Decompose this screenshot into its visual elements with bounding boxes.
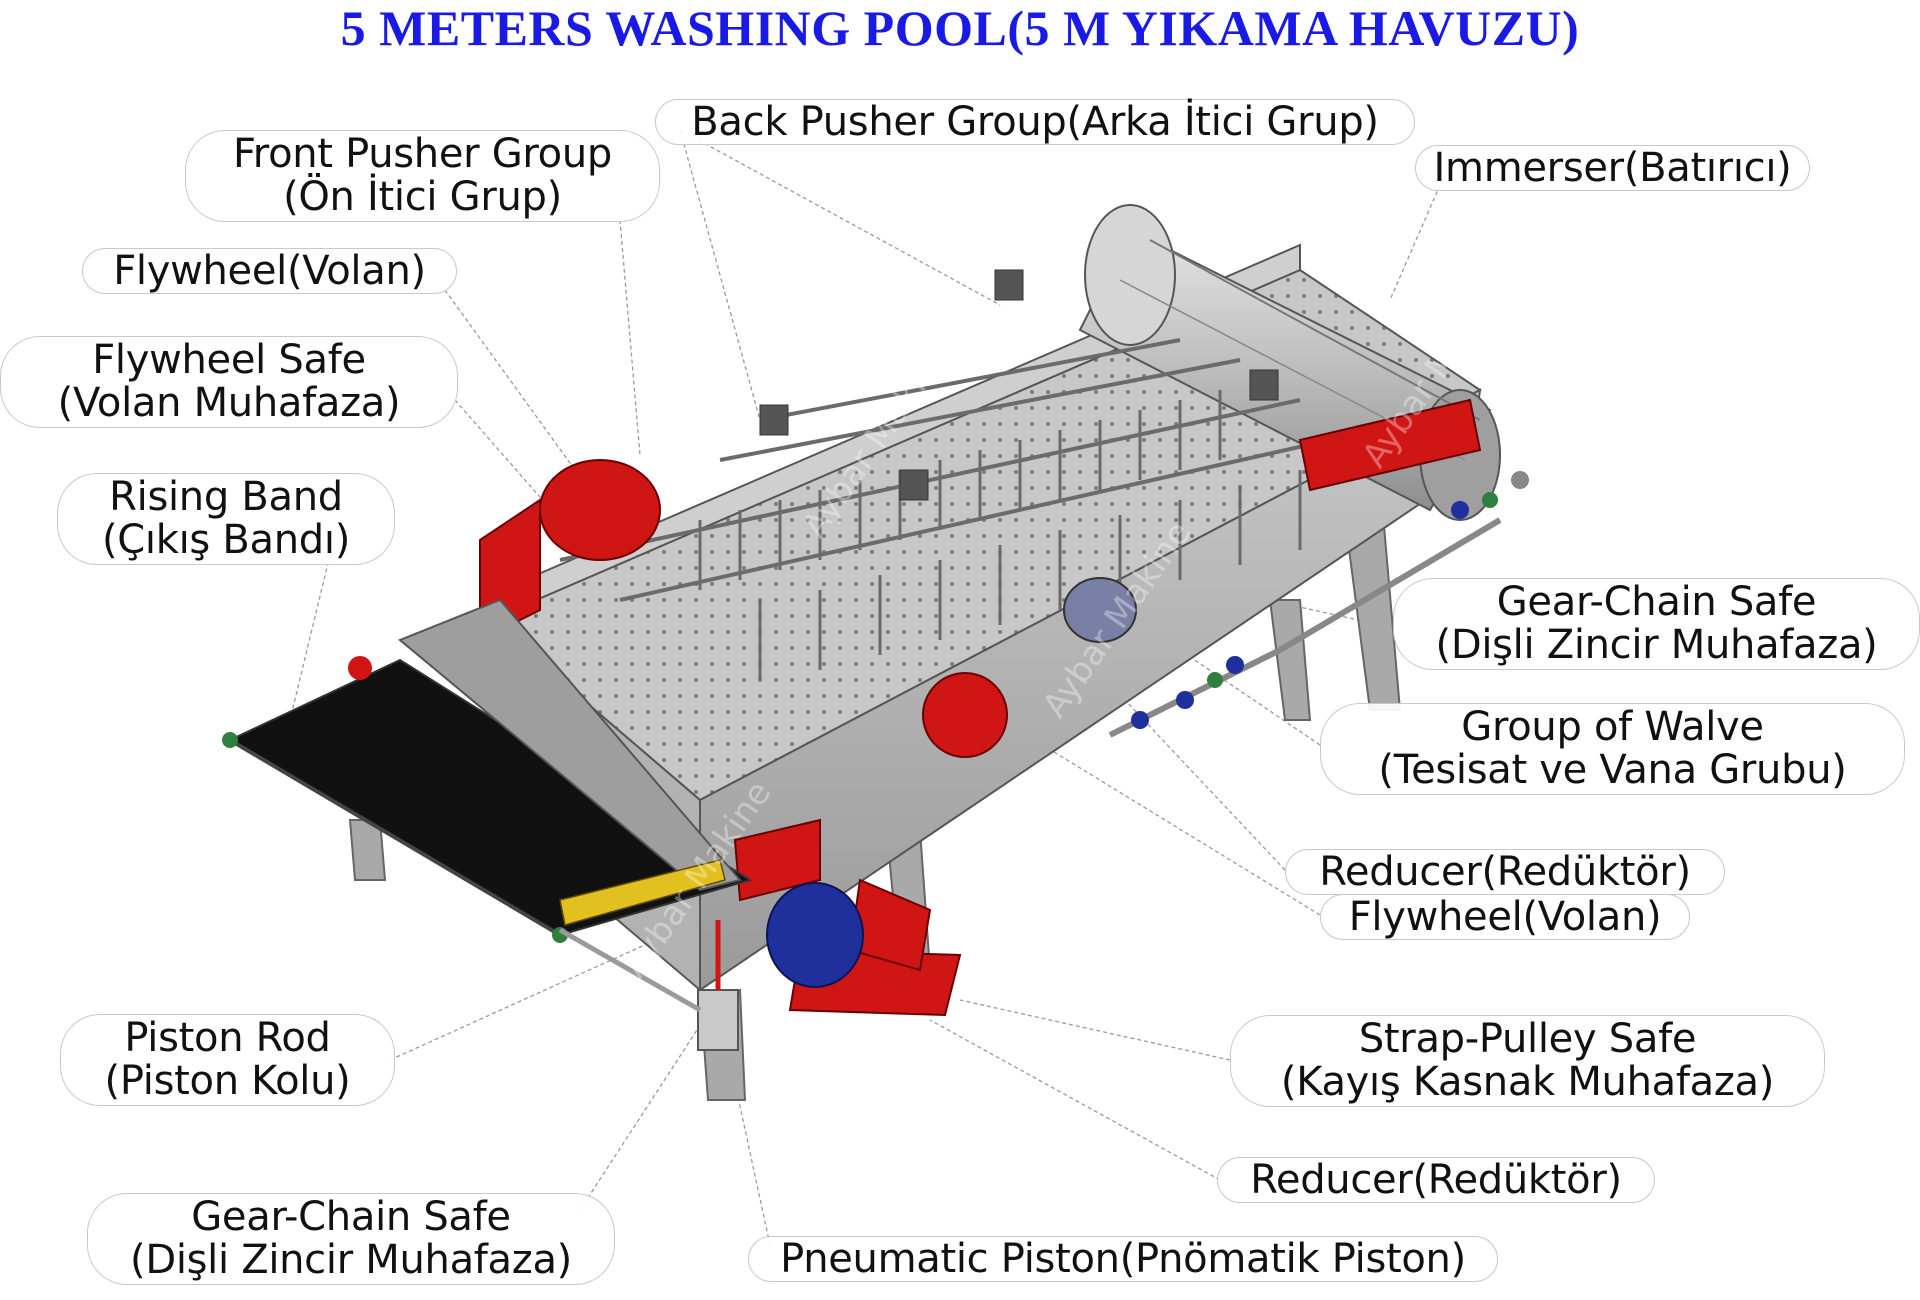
callout-reducer-bottom: Reducer(Redüktör) [1217, 1157, 1655, 1203]
red-guards [479, 398, 1482, 1017]
callout-label: Back Pusher Group(Arka İtici Grup) [691, 98, 1379, 145]
callout-immerser: Immerser(Batırıcı) [1415, 145, 1810, 191]
callout-front-pusher-group: Front Pusher Group (Ön İtici Grup) [185, 130, 660, 222]
callout-label: Reducer(Redüktör) [1250, 1156, 1622, 1203]
callout-back-pusher-group: Back Pusher Group(Arka İtici Grup) [655, 99, 1415, 145]
callout-label: Gear-Chain Safe [1496, 579, 1817, 625]
callout-label: Immerser(Batırıcı) [1433, 144, 1792, 191]
callout-gear-chain-safe-left: Gear-Chain Safe (Dişli Zincir Muhafaza) [87, 1193, 615, 1285]
callout-pneumatic-piston: Pneumatic Piston(Pnömatik Piston) [748, 1236, 1498, 1282]
callout-label: (Volan Muhafaza) [57, 380, 401, 426]
callout-label: Piston Rod [124, 1015, 331, 1061]
callout-label: (Dişli Zincir Muhafaza) [1435, 622, 1878, 668]
callout-piston-rod: Piston Rod (Piston Kolu) [60, 1014, 395, 1106]
callout-label: Rising Band [109, 474, 343, 520]
callout-rising-band: Rising Band (Çıkış Bandı) [57, 473, 395, 565]
callout-label: Strap-Pulley Safe [1358, 1016, 1697, 1062]
page-title: 5 METERS WASHING POOL(5 M YIKAMA HAVUZU) [340, 0, 1580, 56]
callout-label: Flywheel Safe [92, 337, 366, 383]
callout-label: (Kayış Kasnak Muhafaza) [1280, 1059, 1775, 1105]
callout-group-of-walve: Group of Walve (Tesisat ve Vana Grubu) [1320, 703, 1905, 795]
callout-label: Pneumatic Piston(Pnömatik Piston) [780, 1235, 1466, 1282]
callout-strap-pulley-safe: Strap-Pulley Safe (Kayış Kasnak Muhafaza… [1230, 1015, 1825, 1107]
callout-reducer-right: Reducer(Redüktör) [1285, 849, 1725, 895]
pneumatic-piston [558, 920, 739, 1051]
callout-label: (Tesisat ve Vana Grubu) [1378, 747, 1847, 793]
callout-label: Gear-Chain Safe [191, 1194, 511, 1240]
callout-label: Flywheel(Volan) [1348, 893, 1662, 940]
callout-label: Group of Walve [1461, 704, 1764, 750]
callout-flywheel-top: Flywheel(Volan) [82, 248, 457, 294]
callout-flywheel-safe: Flywheel Safe (Volan Muhafaza) [0, 336, 458, 428]
callout-label: (Piston Kolu) [104, 1058, 351, 1104]
callout-flywheel-right: Flywheel(Volan) [1320, 894, 1690, 940]
callout-label: Flywheel(Volan) [113, 247, 426, 294]
valve-group [1108, 471, 1529, 738]
callout-label: (Ön İtici Grup) [283, 174, 562, 220]
callout-label: Front Pusher Group [233, 131, 612, 177]
leader-lines [289, 129, 1441, 1246]
rising-band-conveyor [222, 598, 753, 943]
callout-label: (Çıkış Bandı) [102, 517, 350, 563]
callout-label: Reducer(Redüktör) [1319, 848, 1691, 895]
callout-label: (Dişli Zincir Muhafaza) [130, 1237, 572, 1283]
motors [766, 577, 1137, 988]
callout-gear-chain-safe-right: Gear-Chain Safe (Dişli Zincir Muhafaza) [1393, 578, 1920, 670]
